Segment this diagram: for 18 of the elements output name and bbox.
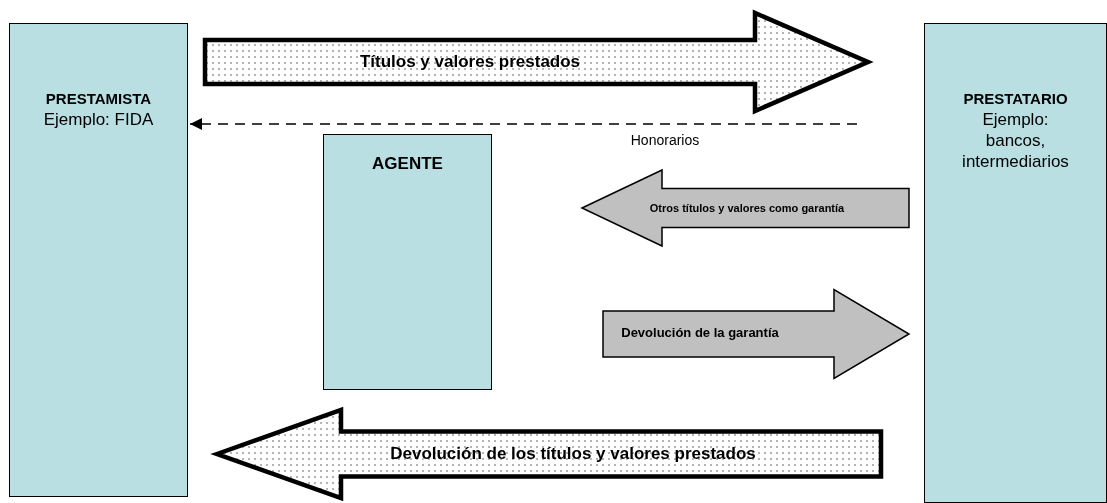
edge-label: Devolución de la garantía bbox=[621, 325, 779, 341]
block-arrow bbox=[210, 406, 884, 502]
party-title: PRESTATARIO bbox=[963, 90, 1068, 109]
party-title: PRESTAMISTA bbox=[45, 90, 152, 109]
block-arrow bbox=[602, 288, 911, 380]
dashed-arrow bbox=[189, 118, 858, 130]
party-box bbox=[924, 23, 1107, 503]
edge-label: Honorarios bbox=[630, 133, 700, 149]
edge-label: Títulos y valores prestados bbox=[359, 52, 581, 72]
edge-label: Otros títulos y valores como garantía bbox=[649, 201, 845, 215]
party-title: AGENTE bbox=[372, 153, 443, 175]
party-box bbox=[9, 23, 188, 497]
party-box bbox=[323, 134, 492, 390]
block-arrow bbox=[580, 168, 910, 248]
edge-label: Devolución de los títulos y valores prestados bbox=[390, 444, 756, 464]
party-example: Ejemplo: FIDA bbox=[43, 108, 154, 130]
block-arrow bbox=[202, 9, 874, 115]
party-example: Ejemplo: bancos, intermediarios bbox=[961, 108, 1070, 173]
